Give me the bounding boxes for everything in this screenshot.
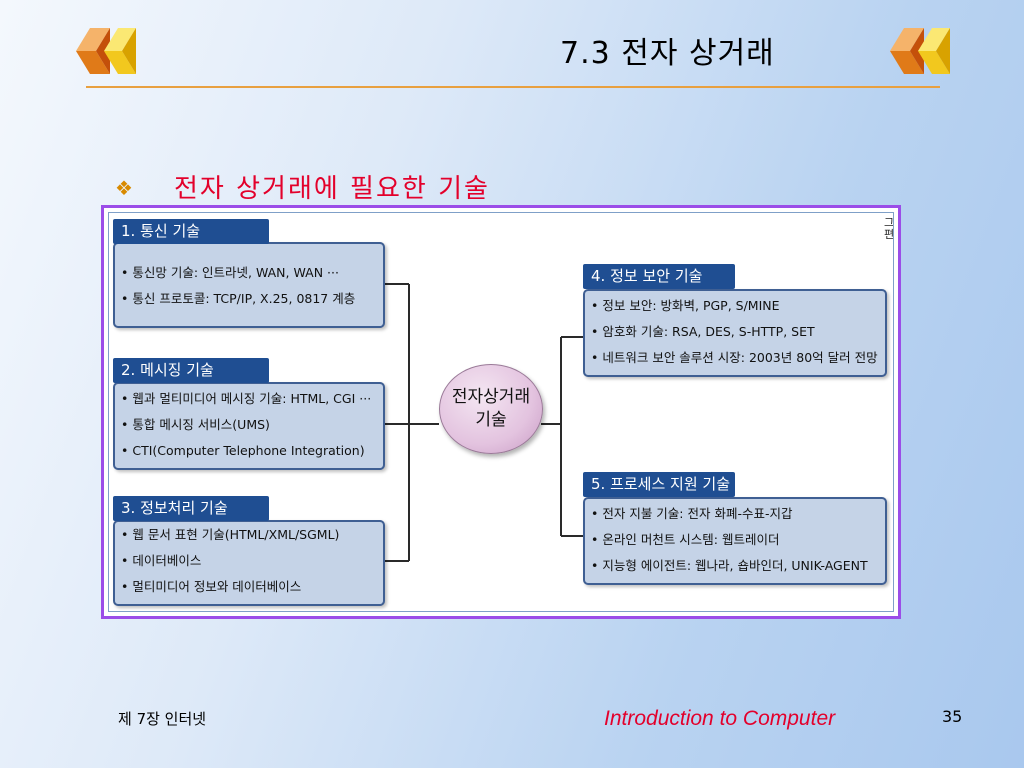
center-node-line2: 기술 [475, 410, 507, 430]
diagram-frame: 그 편 • 통신망 기술: 인트라넷, WAN, WAN ··· • 통신 프로… [101, 205, 901, 619]
list-item: • 정보 보안: 방화벽, PGP, S/MINE [591, 298, 780, 313]
box-communication-title: 1. 통신 기술 [113, 219, 269, 244]
page-number: 35 [942, 707, 963, 726]
cube-logo-icon [890, 28, 950, 74]
center-node: 전자상거래 기술 [439, 364, 543, 454]
list-item: • 웹과 멀티미디어 메시징 기술: HTML, CGI ··· [121, 391, 372, 406]
corner-text-fragment: 그 편 [884, 216, 894, 241]
cube-logo-icon [76, 28, 136, 74]
list-item: • 데이터베이스 [121, 553, 202, 568]
box-security-title: 4. 정보 보안 기술 [583, 264, 735, 289]
section-heading: 전자 상거래에 필요한 기술 [174, 174, 490, 204]
list-item: • 지능형 에이전트: 웹나라, 숍바인더, UNIK-AGENT [591, 558, 868, 573]
diagram-canvas: 그 편 • 통신망 기술: 인트라넷, WAN, WAN ··· • 통신 프로… [108, 212, 894, 612]
box-info-processing-panel: • 웹 문서 표현 기술(HTML/XML/SGML) • 데이터베이스 • 멀… [113, 520, 385, 606]
center-node-line1: 전자상거래 [451, 387, 531, 407]
connector-lines [381, 283, 583, 562]
list-item: • 멀티미디어 정보와 데이터베이스 [121, 579, 302, 594]
diamond-bullet-icon: ❖ [115, 176, 133, 200]
box-info-processing-title: 3. 정보처리 기술 [113, 496, 269, 521]
list-item: • 통합 메시징 서비스(UMS) [121, 417, 270, 432]
box-communication-panel: • 통신망 기술: 인트라넷, WAN, WAN ··· • 통신 프로토콜: … [113, 242, 385, 328]
list-item: • 암호화 기술: RSA, DES, S-HTTP, SET [591, 324, 815, 339]
box-process-support-title: 5. 프로세스 지원 기술 [583, 472, 735, 497]
list-item: • CTI(Computer Telephone Integration) [121, 443, 365, 458]
list-item: • 통신망 기술: 인트라넷, WAN, WAN ··· [121, 265, 339, 280]
list-item: • 네트워크 보안 솔루션 시장: 2003년 80억 달러 전망 [591, 350, 878, 365]
slide-title: 7.3 전자 상거래 [560, 36, 775, 71]
list-item: • 전자 지불 기술: 전자 화폐-수표-지갑 [591, 506, 793, 521]
title-divider [86, 86, 940, 88]
footer-course-title: Introduction to Computer [604, 707, 836, 730]
list-item: • 온라인 머천트 시스템: 웹트레이더 [591, 532, 780, 547]
box-security-panel: • 정보 보안: 방화벽, PGP, S/MINE • 암호화 기술: RSA,… [583, 289, 887, 377]
box-messaging-panel: • 웹과 멀티미디어 메시징 기술: HTML, CGI ··· • 통합 메시… [113, 382, 385, 470]
footer-chapter: 제 7장 인터넷 [118, 710, 207, 728]
box-messaging-title: 2. 메시징 기술 [113, 358, 269, 383]
list-item: • 웹 문서 표현 기술(HTML/XML/SGML) [121, 527, 340, 542]
list-item: • 통신 프로토콜: TCP/IP, X.25, 0817 계층 [121, 291, 356, 306]
box-process-support-panel: • 전자 지불 기술: 전자 화폐-수표-지갑 • 온라인 머천트 시스템: 웹… [583, 497, 887, 585]
